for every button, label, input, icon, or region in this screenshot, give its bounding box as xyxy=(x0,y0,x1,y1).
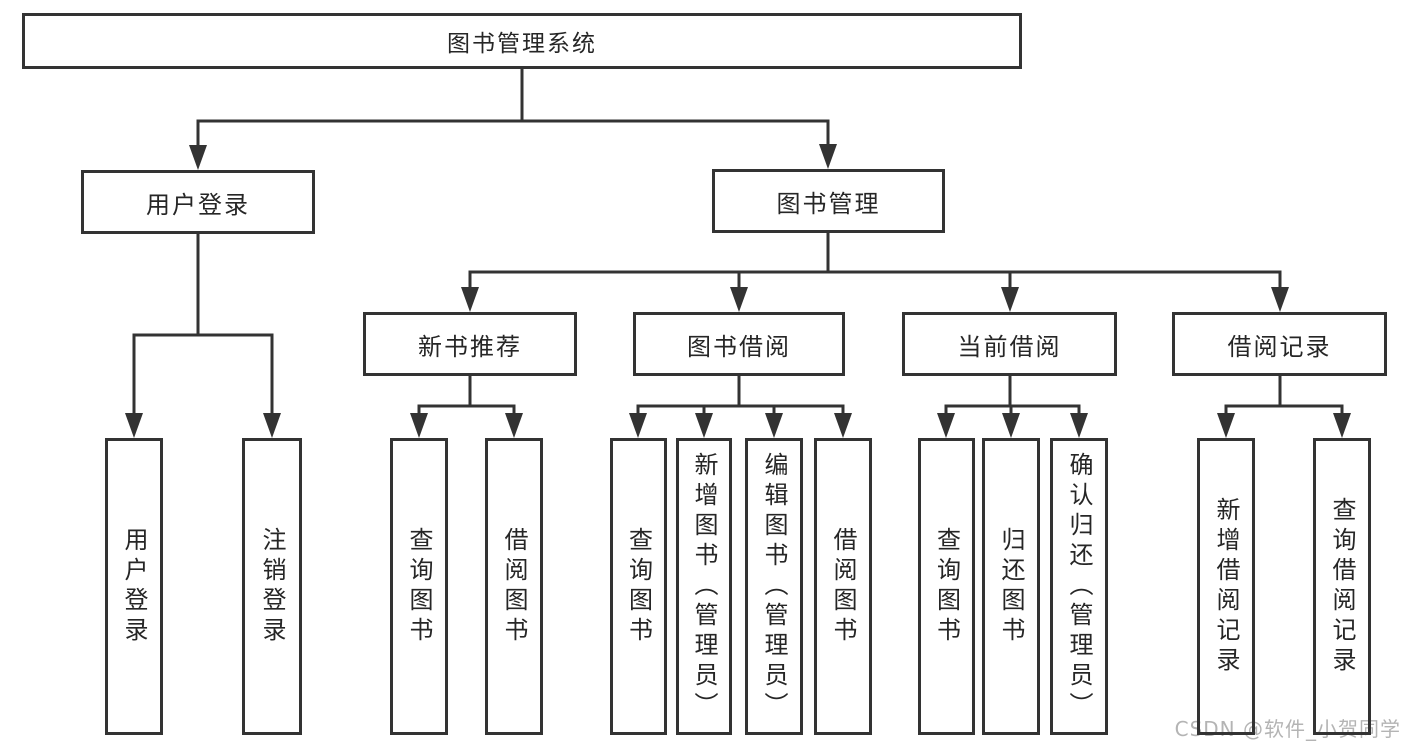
arrow-down-icon xyxy=(410,413,428,438)
node-label: 借阅记录 xyxy=(1227,332,1332,361)
arrow-down-icon xyxy=(629,413,647,438)
node-label: 注销登录 xyxy=(258,526,286,647)
arrow-down-icon xyxy=(263,413,281,438)
arrow-down-icon xyxy=(765,413,783,438)
arrowheads xyxy=(125,144,1351,438)
node-label: 查询借阅记录 xyxy=(1328,496,1356,677)
arrow-down-icon xyxy=(1271,287,1289,312)
node-leaf-cb-return-books: 归还图书 xyxy=(982,438,1040,735)
node-label: 图书管理 xyxy=(776,189,881,218)
watermark-text: CSDN @软件_小贺同学 xyxy=(1174,717,1401,741)
arrow-down-icon xyxy=(1002,413,1020,438)
arrow-down-icon xyxy=(189,145,207,170)
node-label: 借阅图书 xyxy=(829,526,857,647)
arrow-down-icon xyxy=(1333,413,1351,438)
node-leaf-nbr-borrow-books: 借阅图书 xyxy=(485,438,543,735)
arrow-down-icon xyxy=(834,413,852,438)
arrow-down-icon xyxy=(461,287,479,312)
node-label: 借阅图书 xyxy=(500,526,528,647)
arrow-down-icon xyxy=(1217,413,1235,438)
node-label: 新增图书（管理员） xyxy=(690,451,718,722)
node-user-login: 用户登录 xyxy=(81,170,315,234)
node-leaf-user-login: 用户登录 xyxy=(105,438,163,735)
node-label: 用户登录 xyxy=(146,190,250,219)
node-new-book-recommend: 新书推荐 xyxy=(363,312,577,376)
node-book-borrowing: 图书借阅 xyxy=(633,312,845,376)
node-leaf-nbr-query-books: 查询图书 xyxy=(390,438,448,735)
node-label: 确认归还（管理员） xyxy=(1065,451,1093,722)
node-borrowing-records: 借阅记录 xyxy=(1172,312,1387,376)
node-label: 查询图书 xyxy=(932,526,961,647)
node-label: 新书推荐 xyxy=(418,332,522,361)
node-leaf-logout: 注销登录 xyxy=(242,438,302,735)
node-leaf-cb-query-books: 查询图书 xyxy=(918,438,975,735)
node-leaf-bb-edit-books-admin: 编辑图书（管理员） xyxy=(745,438,803,735)
node-leaf-bb-add-books-admin: 新增图书（管理员） xyxy=(676,438,732,735)
node-book-management: 图书管理 xyxy=(712,169,945,233)
node-label: 编辑图书（管理员） xyxy=(760,451,788,722)
arrow-down-icon xyxy=(1001,287,1019,312)
arrow-down-icon xyxy=(937,413,955,438)
node-label: 查询图书 xyxy=(405,526,433,647)
node-leaf-bb-borrow-books: 借阅图书 xyxy=(814,438,872,735)
arrow-down-icon xyxy=(1070,413,1088,438)
node-leaf-bb-query-books: 查询图书 xyxy=(610,438,667,735)
node-label: 当前借阅 xyxy=(957,332,1062,361)
node-leaf-br-query-record: 查询借阅记录 xyxy=(1313,438,1371,735)
node-label: 图书借阅 xyxy=(687,332,791,361)
node-leaf-br-add-record: 新增借阅记录 xyxy=(1197,438,1255,735)
node-label: 用户登录 xyxy=(120,526,148,647)
arrow-down-icon xyxy=(505,413,523,438)
arrow-down-icon xyxy=(730,287,748,312)
node-label: 图书管理系统 xyxy=(447,31,597,57)
node-root-library-system: 图书管理系统 xyxy=(22,13,1022,69)
node-label: 查询图书 xyxy=(624,526,653,647)
node-label: 新增借阅记录 xyxy=(1212,496,1240,677)
node-leaf-cb-confirm-return-admin: 确认归还（管理员） xyxy=(1050,438,1108,735)
arrow-down-icon xyxy=(695,413,713,438)
arrow-down-icon xyxy=(819,144,837,169)
node-label: 归还图书 xyxy=(997,526,1025,647)
node-current-borrowing: 当前借阅 xyxy=(902,312,1117,376)
arrow-down-icon xyxy=(125,413,143,438)
